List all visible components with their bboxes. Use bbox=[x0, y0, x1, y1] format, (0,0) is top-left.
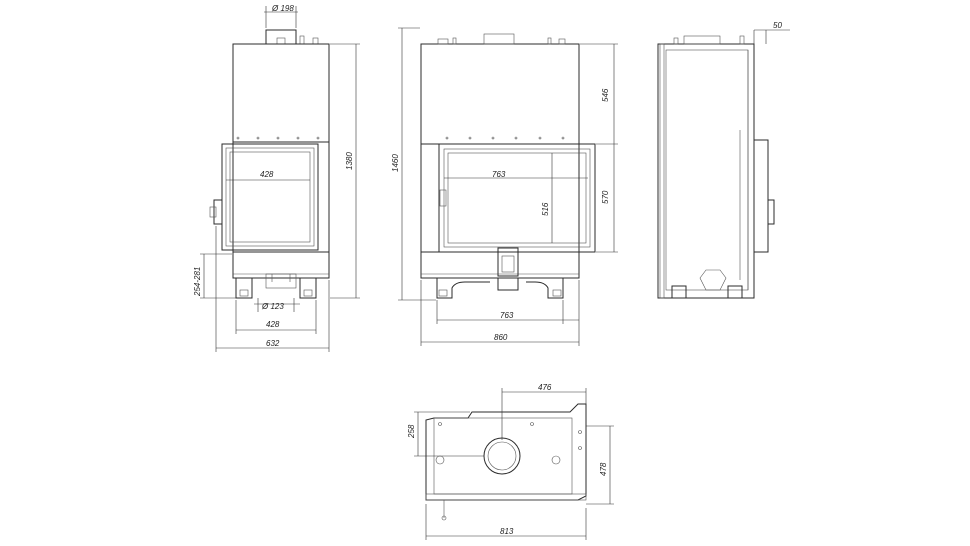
view1-labels: Ø 198 1380 428 254-281 Ø 123 428 632 bbox=[193, 4, 354, 348]
door-width-763-label: 763 bbox=[492, 170, 506, 179]
door-height-570-label: 570 bbox=[601, 190, 610, 204]
glass-height-516-label: 516 bbox=[541, 202, 550, 216]
width-813-label: 813 bbox=[500, 527, 514, 536]
depth-258-label: 258 bbox=[407, 424, 416, 439]
view-top bbox=[425, 403, 587, 521]
view2-dimensions bbox=[398, 27, 618, 346]
total-width-860-label: 860 bbox=[494, 333, 508, 342]
height-1460-label: 1460 bbox=[391, 154, 400, 172]
view1-dimensions bbox=[200, 6, 360, 352]
total-width-632-label: 632 bbox=[266, 339, 280, 348]
height-1380-label: 1380 bbox=[345, 152, 354, 170]
view2-labels: 1460 546 763 516 570 763 860 bbox=[391, 88, 610, 342]
base-width-763-label: 763 bbox=[500, 311, 514, 320]
leg-adjust-label: 254-281 bbox=[193, 267, 202, 297]
upper-height-546-label: 546 bbox=[601, 88, 610, 102]
offset-50-label: 50 bbox=[773, 21, 782, 30]
inlet-diameter-label: Ø 123 bbox=[261, 302, 284, 311]
door-width-428-label: 428 bbox=[260, 170, 274, 179]
flue-offset-476-label: 476 bbox=[538, 383, 552, 392]
view-wide-front bbox=[420, 33, 596, 299]
view4-labels: 476 258 478 813 bbox=[407, 383, 608, 536]
view-side bbox=[657, 35, 775, 299]
depth-478-label: 478 bbox=[599, 462, 608, 476]
base-width-428-label: 428 bbox=[266, 320, 280, 329]
view4-dimensions bbox=[414, 388, 614, 540]
view3-dimensions: 50 bbox=[753, 21, 790, 44]
view-narrow-front bbox=[209, 29, 330, 299]
flue-diameter-label: Ø 198 bbox=[271, 4, 294, 13]
